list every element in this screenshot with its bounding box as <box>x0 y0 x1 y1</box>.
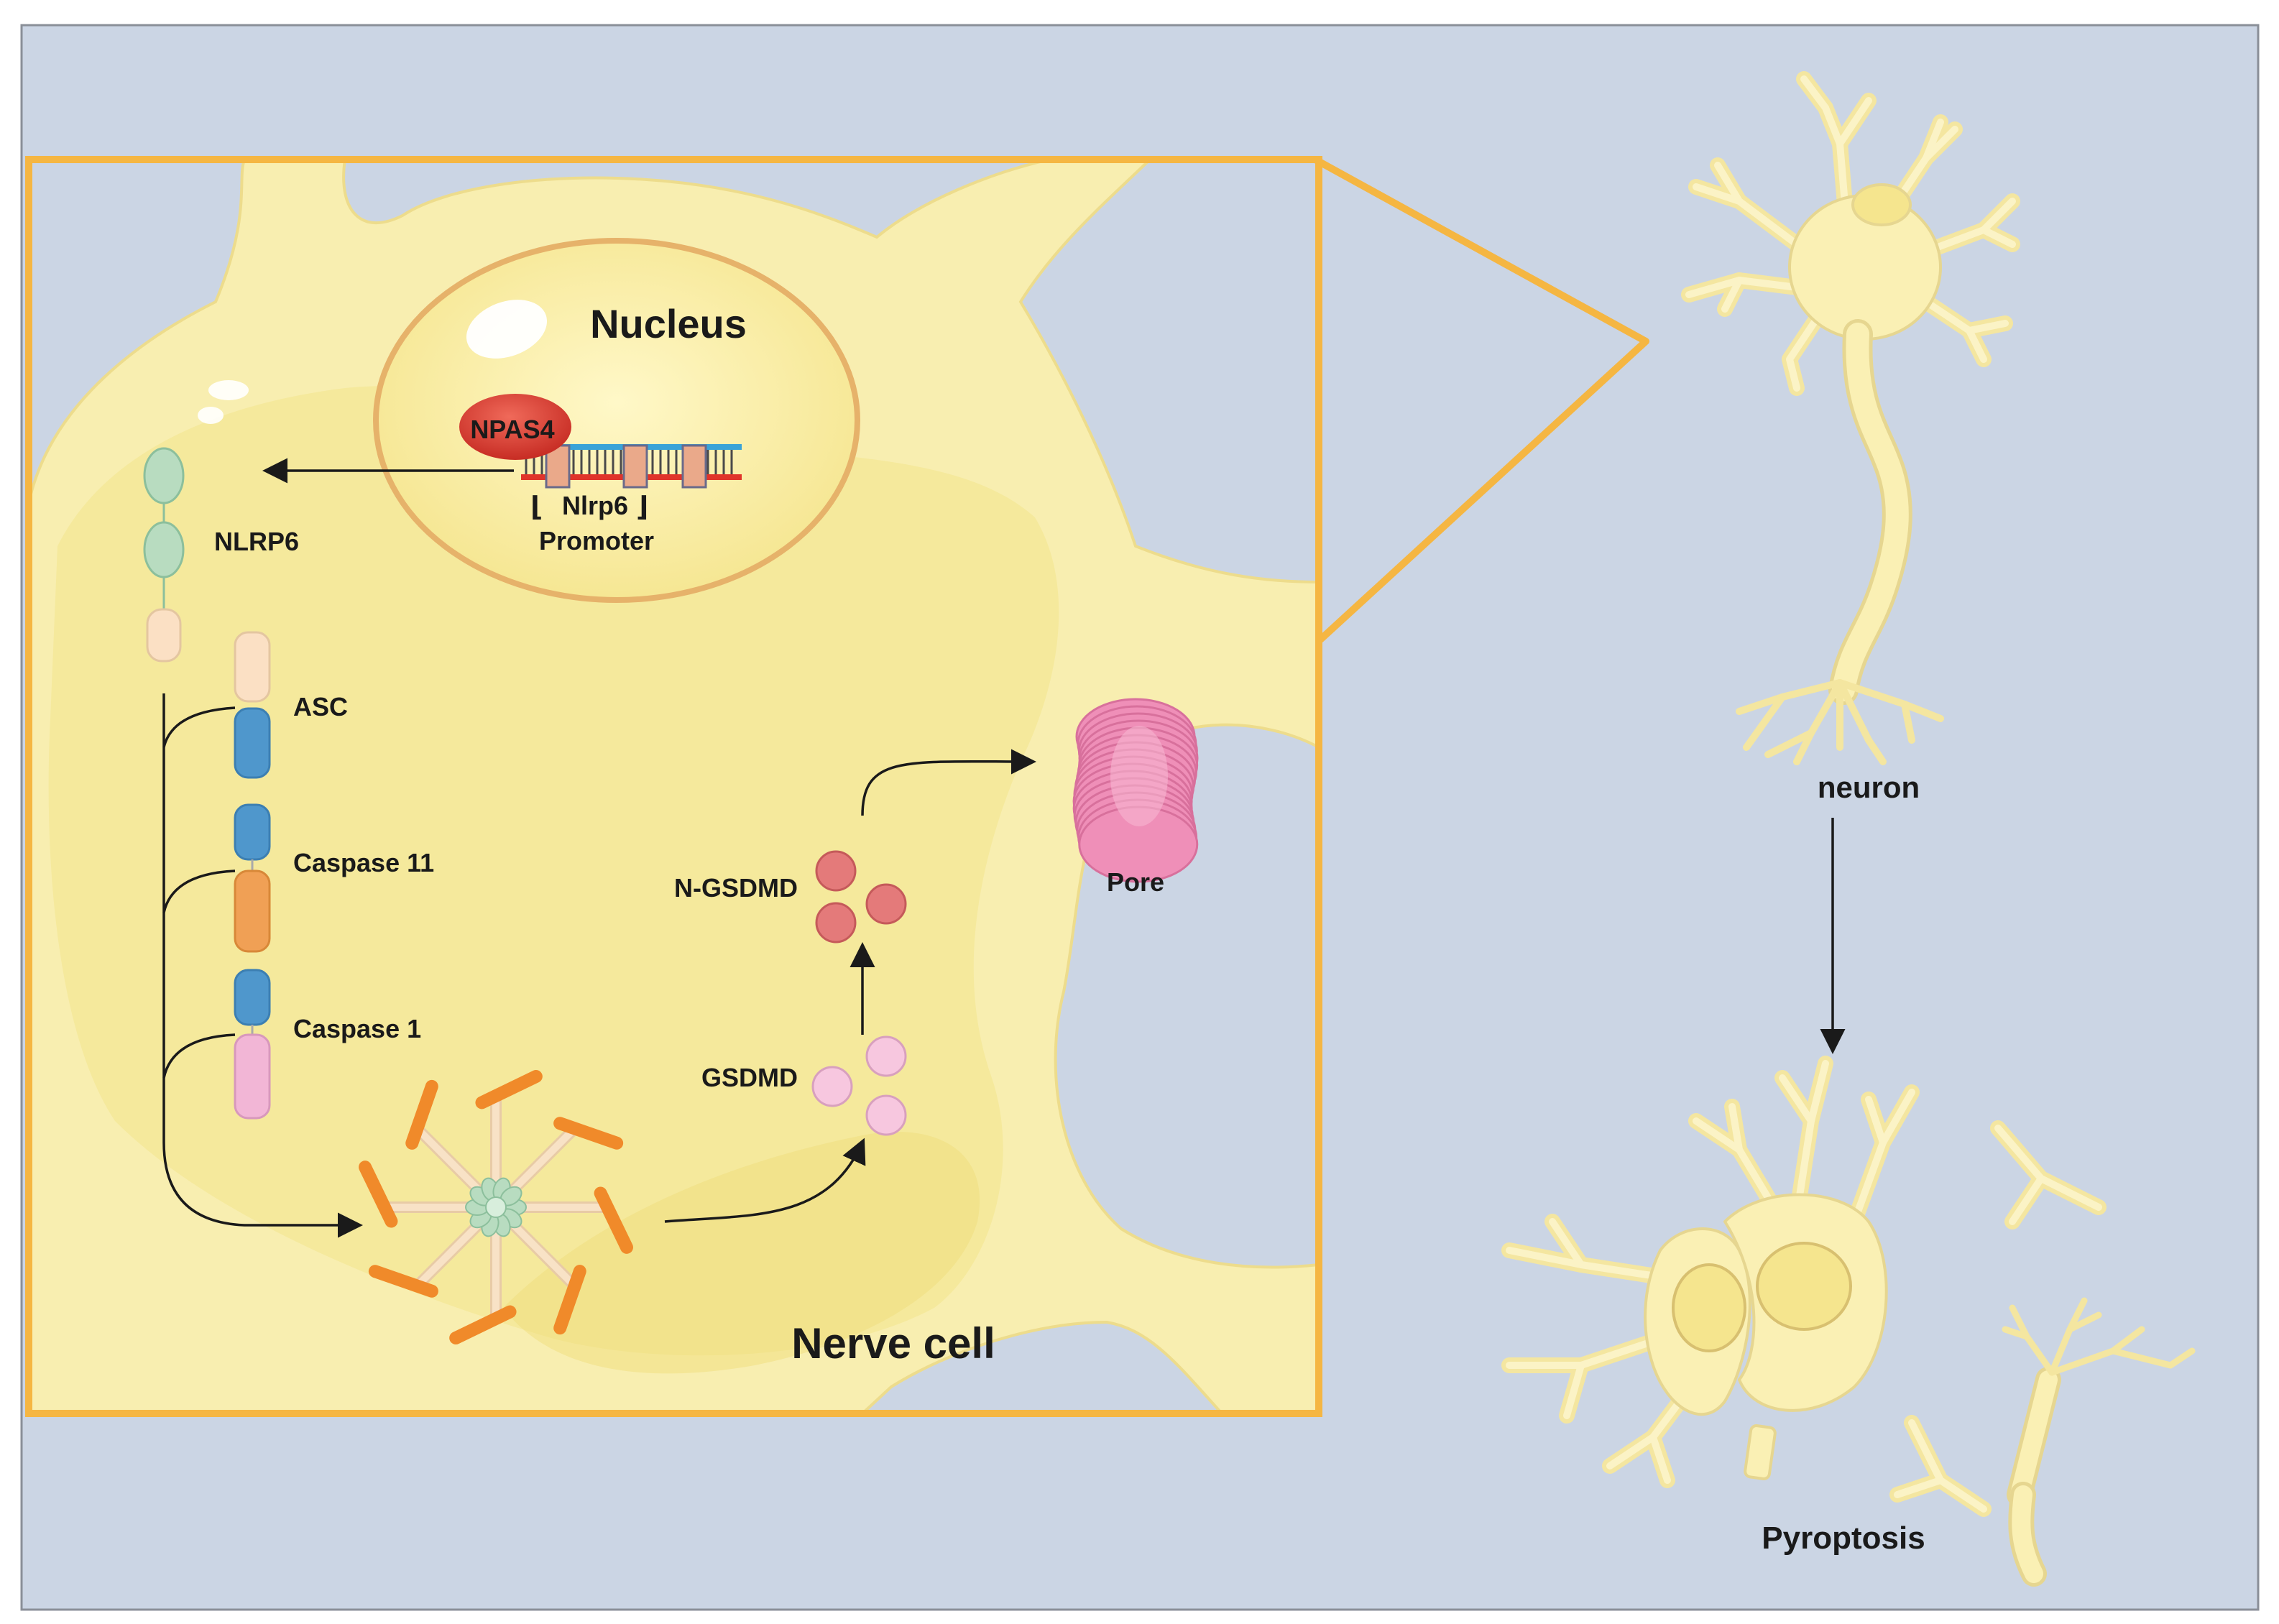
cleavage-arrow <box>664 1138 866 1223</box>
nlrp6-label: NLRP6 <box>214 527 299 556</box>
cell-highlight-blob <box>208 380 249 400</box>
fragment-nucleus <box>1672 1263 1746 1352</box>
pore-label: Pore <box>1107 867 1164 897</box>
bracket-left: ⌊ <box>530 492 543 522</box>
nlrp6-gene-label: Nlrp6 <box>562 491 628 520</box>
fragment-nucleus <box>1756 1242 1852 1331</box>
inflammasome-core <box>485 1196 507 1218</box>
inflammasome-bar <box>449 1305 517 1344</box>
promoter-label: Promoter <box>539 526 654 555</box>
caspase11-protein: Caspase 11 <box>234 803 434 953</box>
pyroptosis-label: Pyroptosis <box>1762 1521 1925 1556</box>
zoomed-cell-view <box>29 160 1319 1413</box>
caspase1-label: Caspase 1 <box>293 1014 421 1043</box>
npas4-protein: NPAS4 <box>459 394 571 460</box>
neuron-axon <box>1828 319 1912 705</box>
axon-fragment <box>2010 1370 2058 1504</box>
promoter-box <box>681 444 707 489</box>
neuron-nucleus <box>1851 183 1912 226</box>
neuron-label: neuron <box>1818 770 1920 804</box>
neuron-axon-terminals <box>1736 679 1944 765</box>
inflammasome-bar <box>405 1079 438 1150</box>
nlrp6-protein: NLRP6 <box>143 447 299 663</box>
zoom-frame <box>25 156 1322 1417</box>
nlrp6-promoter-label: ⌊ Nlrp6 ⌋ Promoter <box>530 491 654 555</box>
inflammasome-bar <box>594 1186 633 1254</box>
promoter-box <box>622 444 648 489</box>
cell-inner-highlight <box>503 1132 980 1374</box>
npas4-label: NPAS4 <box>470 415 554 444</box>
inflammasome-bar <box>553 1117 624 1150</box>
axon-fragment <box>2012 1485 2043 1583</box>
neuron-illustration <box>1681 71 2020 765</box>
dna-strand <box>521 444 742 489</box>
asc-protein: ASC <box>234 631 348 779</box>
nucleus-label: Nucleus <box>590 301 747 346</box>
n-gsdmd-proteins: N-GSDMD <box>674 850 907 944</box>
nerve-cell-label: Nerve cell <box>791 1319 995 1367</box>
inflammasome-bar <box>359 1161 398 1228</box>
cell-highlight-blob <box>198 407 224 424</box>
inflammasome-bar <box>475 1070 543 1109</box>
nucleus: Nucleus <box>373 238 860 603</box>
axon-fragment <box>1744 1424 1777 1480</box>
gsdmd-proteins: GSDMD <box>701 1035 907 1136</box>
pore-formation-arrow <box>861 749 1036 816</box>
assembly-pathway <box>162 693 363 1238</box>
caspase1-protein: Caspase 1 <box>234 969 421 1120</box>
cell-inner-shading <box>48 385 1059 1356</box>
fragment-terminals <box>2002 1297 2196 1376</box>
nucleus-highlight <box>466 300 548 359</box>
bracket-right: ⌋ <box>636 492 648 522</box>
n-gsdmd-label: N-GSDMD <box>674 873 798 903</box>
inflammasome-bar <box>368 1265 438 1298</box>
pyroptotic-neuron <box>1501 1056 2196 1587</box>
gsdmd-label: GSDMD <box>701 1063 798 1092</box>
pore-lumen <box>1110 726 1168 826</box>
neuron-dendrites-core <box>1685 75 2016 392</box>
asc-label: ASC <box>293 692 348 721</box>
inflammasome <box>359 1070 633 1344</box>
inflammasome-bar <box>553 1265 586 1335</box>
gsdmd-pore <box>1072 698 1199 883</box>
caspase11-label: Caspase 11 <box>293 848 434 877</box>
